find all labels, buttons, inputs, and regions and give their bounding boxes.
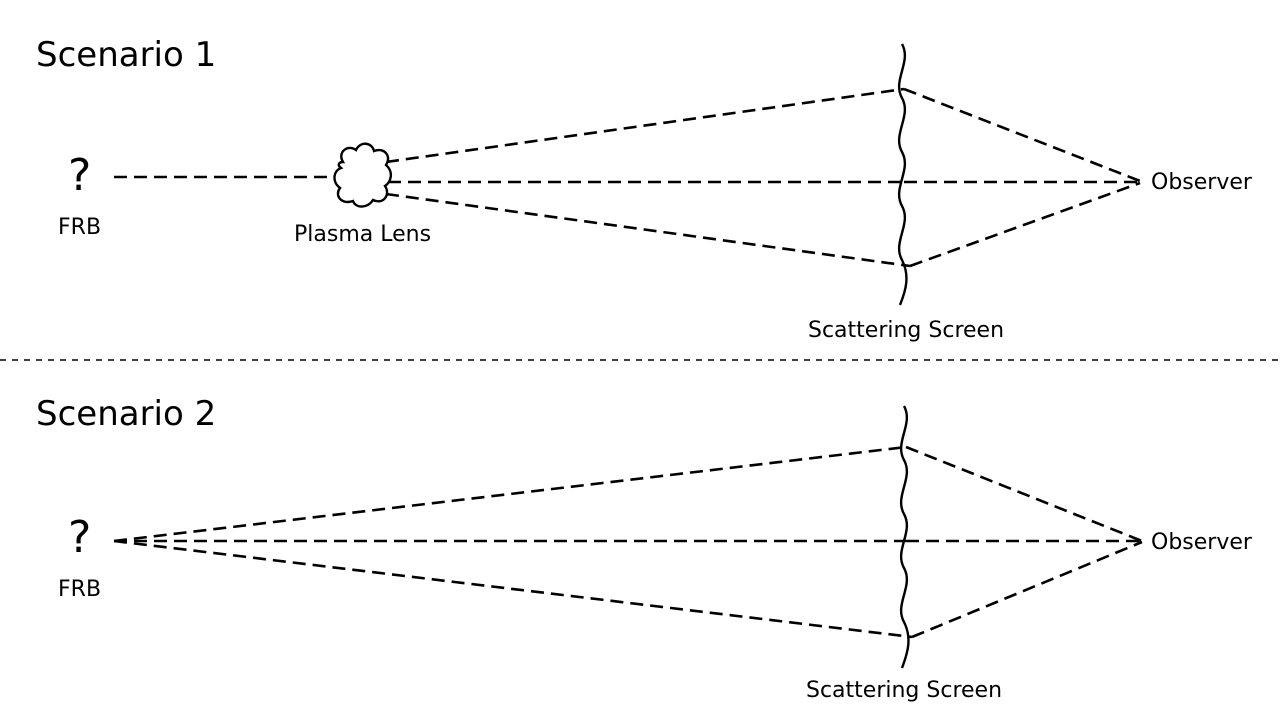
scenario-1-observer-label: Observer xyxy=(1151,170,1253,195)
scenario-1-title: Scenario 1 xyxy=(36,35,216,75)
scenario-2-scattering-screen xyxy=(899,405,910,669)
scenario-1-ray-upper-to-observer xyxy=(903,87,1141,183)
scenario-2-ray-upper-to-observer xyxy=(905,445,1143,543)
scenario-1-screen-label: Scattering Screen xyxy=(808,318,1004,343)
scenario-2-frb-label: FRB xyxy=(58,577,101,602)
scenario-2-ray-lower-to-screen xyxy=(113,539,913,639)
scenario-1-scattering-screen xyxy=(897,43,908,306)
scenario-2-screen-label: Scattering Screen xyxy=(806,678,1002,703)
scenario-2-ray-upper-to-screen xyxy=(113,445,907,543)
plasma-lens-label: Plasma Lens xyxy=(294,222,431,247)
plasma-lens-shape xyxy=(333,142,392,208)
scenario-1: Scenario 1 ? FRB Plasma Lens Scattering … xyxy=(36,35,1253,343)
scenario-1-ray-upper-to-screen xyxy=(385,87,905,164)
scenario-1-frb-label: FRB xyxy=(58,215,101,240)
scenario-2-observer-label: Observer xyxy=(1151,530,1253,555)
scenario-2-frb-symbol: ? xyxy=(68,512,91,563)
scenario-1-frb-symbol: ? xyxy=(68,150,91,201)
scenario-2-title: Scenario 2 xyxy=(36,394,216,434)
scenario-2-ray-lower-to-observer xyxy=(911,540,1143,639)
scenario-1-ray-lower-to-observer xyxy=(909,181,1141,268)
scenario-2: Scenario 2 ? FRB Scattering Screen Obser… xyxy=(36,394,1253,703)
scenario-1-ray-lower-to-screen xyxy=(385,192,911,268)
